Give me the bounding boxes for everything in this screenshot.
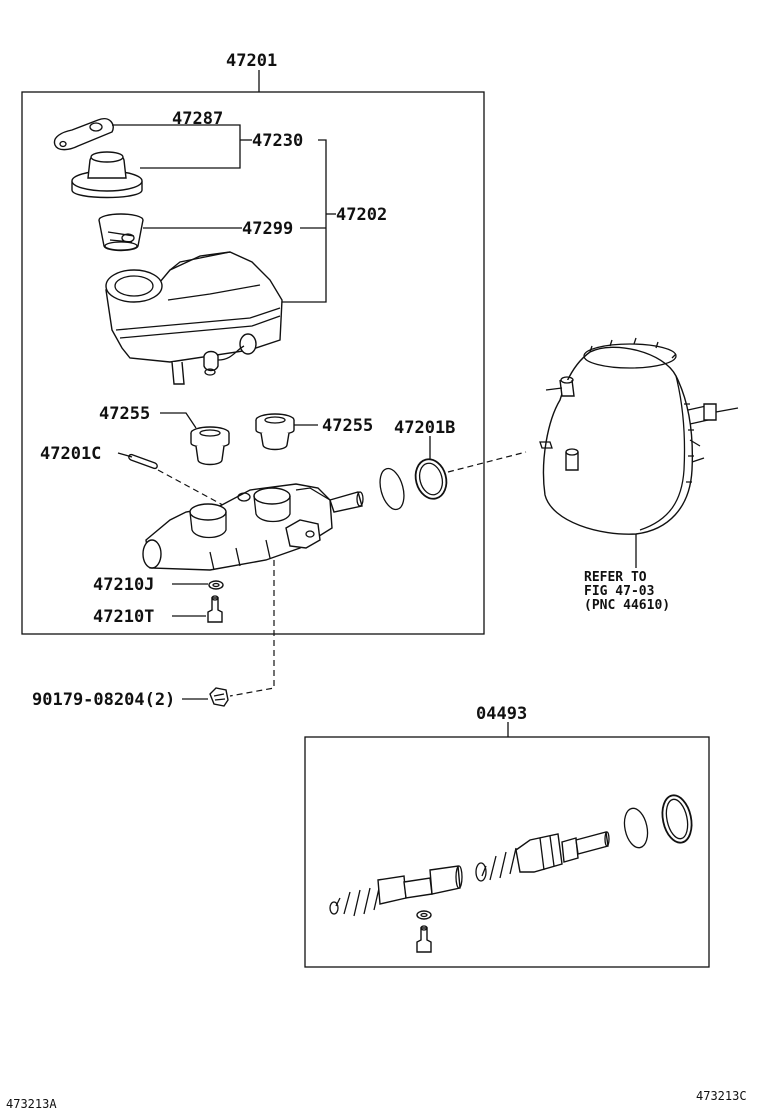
label-47255-left: 47255	[99, 404, 150, 424]
master-cylinder-body	[142, 483, 364, 571]
label-47255-right: 47255	[322, 416, 373, 436]
strainer-47299	[98, 213, 144, 252]
refer-line-1: REFER TO	[584, 570, 647, 585]
refer-line-2: FIG 47-03	[584, 584, 654, 599]
label-47287: 47287	[172, 109, 223, 129]
kit-o-ring-thick	[661, 794, 693, 844]
gasket-47287	[53, 118, 114, 151]
label-47230: 47230	[252, 131, 303, 151]
kit-o-ring-thin	[623, 807, 649, 849]
bolt-90179	[209, 687, 229, 707]
assembly-frame	[21, 91, 485, 635]
washer-47210j	[208, 580, 224, 590]
refer-line-3: (PNC 44610)	[584, 598, 670, 613]
kit-piston-primary	[515, 831, 610, 873]
brake-booster	[539, 337, 739, 535]
label-47299: 47299	[242, 219, 293, 239]
bolt-dashed-path	[229, 560, 275, 697]
kit-piston-secondary	[377, 865, 463, 905]
grommet-right	[255, 413, 295, 451]
kit-washer	[416, 910, 432, 920]
grommet-left	[190, 426, 230, 466]
leader-47201c	[117, 452, 133, 458]
o-ring-47201b	[414, 458, 448, 500]
figure-code-right: 473213C	[696, 1089, 747, 1103]
label-47201: 47201	[226, 51, 277, 71]
kit-spring-right	[475, 847, 517, 882]
bleeder-47210t	[207, 595, 223, 623]
label-47210t: 47210T	[93, 607, 154, 627]
leader-47230-bracket	[140, 124, 241, 169]
o-ring-thin	[379, 467, 405, 511]
label-47201b: 47201B	[394, 418, 455, 438]
pin-47201c	[128, 453, 158, 470]
label-47202: 47202	[336, 205, 387, 225]
reservoir-47202	[105, 251, 283, 385]
leader-47202-bracket	[278, 139, 327, 303]
reservoir-cap	[71, 151, 143, 199]
booster-dashed-path	[447, 451, 527, 473]
figure-code-left: 473213A	[6, 1097, 57, 1111]
leader-47255-left	[160, 412, 197, 429]
label-bolt: 90179-08204(2)	[32, 690, 175, 710]
kit-spring-left	[329, 883, 381, 917]
kit-bleeder	[416, 925, 432, 953]
label-47201c: 47201C	[40, 444, 101, 464]
pin-dashed-path	[157, 469, 233, 511]
label-47210j: 47210J	[93, 575, 154, 595]
kit-frame	[304, 736, 710, 968]
label-04493: 04493	[476, 704, 527, 724]
